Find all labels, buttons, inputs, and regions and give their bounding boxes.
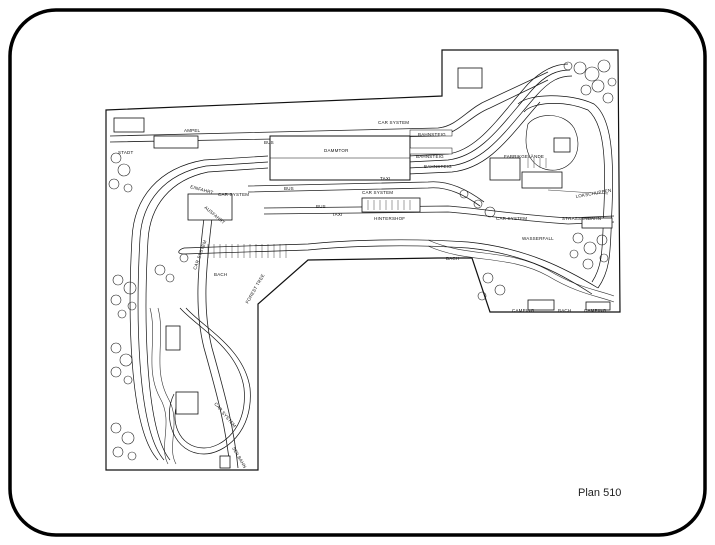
- label-dammtor: DAMMTOR: [324, 148, 349, 153]
- label-bus-top: BUS: [264, 140, 274, 145]
- building-seilbahn: [175, 391, 199, 415]
- label-bus-low: BUS: [316, 204, 326, 209]
- upper-right-loop: [525, 115, 579, 171]
- label-bus-mid: BUS: [284, 186, 294, 191]
- roads: [109, 71, 615, 469]
- label-wasserfall: WASSERFALL: [522, 236, 554, 241]
- track-ties: [207, 244, 287, 258]
- label-bach-mid: BACH: [446, 256, 459, 261]
- label-camping-2: CAMPING: [584, 308, 607, 313]
- building-factory-2: [521, 171, 563, 189]
- label-stadt: STADT: [118, 150, 133, 155]
- main-tracks: [129, 63, 613, 461]
- label-taxi-low: TAXI: [332, 212, 342, 217]
- building-camping-1: [527, 299, 555, 311]
- label-car-system-right: CAR SYSTEM: [496, 216, 527, 221]
- trees-right-mid: [569, 232, 609, 270]
- label-strassenbahn: STRASSENBAHN: [562, 216, 601, 221]
- buildings: [113, 67, 613, 469]
- trees-top-right: [563, 59, 617, 104]
- building-bottom: [219, 455, 231, 469]
- label-hintershof: HINTERSHOF: [374, 216, 405, 221]
- label-bahnsteig-2: BAHNSTEIG: [416, 154, 444, 159]
- label-car-system-top: CAR SYSTEM: [378, 120, 409, 125]
- building-einfahrt: [187, 193, 233, 221]
- label-ampel: AMPEL: [184, 128, 201, 133]
- trees-bottom-left: [110, 422, 137, 461]
- building-ampel: [113, 117, 145, 133]
- building-hintershof: [361, 197, 421, 213]
- label-bahnsteig-1: BAHNSTEIG: [418, 132, 446, 137]
- label-einfahrt: EINFAHRT: [190, 184, 214, 195]
- building-strassenbahn: [581, 217, 613, 229]
- label-bahnsteig-3: BAHNSTEIG: [424, 164, 452, 169]
- trees-center: [154, 189, 506, 301]
- building-factory-1: [489, 157, 521, 181]
- station-dammtor: [269, 129, 453, 181]
- stream: [149, 239, 615, 465]
- label-lokschuppen: LOKSCHUPPEN: [575, 188, 612, 199]
- label-car-system-mid: CAR SYSTEM: [362, 190, 393, 195]
- label-car-system-left: CAR SYSTEM: [218, 192, 249, 197]
- layout-frame: DAMMTOR CAR SYSTEM CAR SYSTEM CAR SYSTEM…: [8, 8, 707, 537]
- trees-left-upper: [108, 152, 133, 193]
- label-fabrikgelaende: FABRIKGELÄNDE: [504, 153, 544, 159]
- building-camping-2: [585, 301, 611, 311]
- hatch-details: [367, 158, 609, 210]
- building-stadt: [153, 135, 199, 149]
- track-plan-diagram: DAMMTOR CAR SYSTEM CAR SYSTEM CAR SYSTEM…: [8, 8, 707, 537]
- building-loop: [553, 137, 571, 153]
- plan-caption: Plan 510: [578, 487, 622, 499]
- vegetation: [108, 59, 617, 461]
- building-top-left: [457, 67, 483, 89]
- label-bach-right: BACH: [558, 308, 571, 313]
- label-taxi-top: TAXI: [380, 176, 390, 181]
- label-camping-1: CAMPING: [512, 308, 535, 313]
- building-lower-left: [165, 325, 181, 351]
- label-bach-left: BACH: [214, 272, 227, 277]
